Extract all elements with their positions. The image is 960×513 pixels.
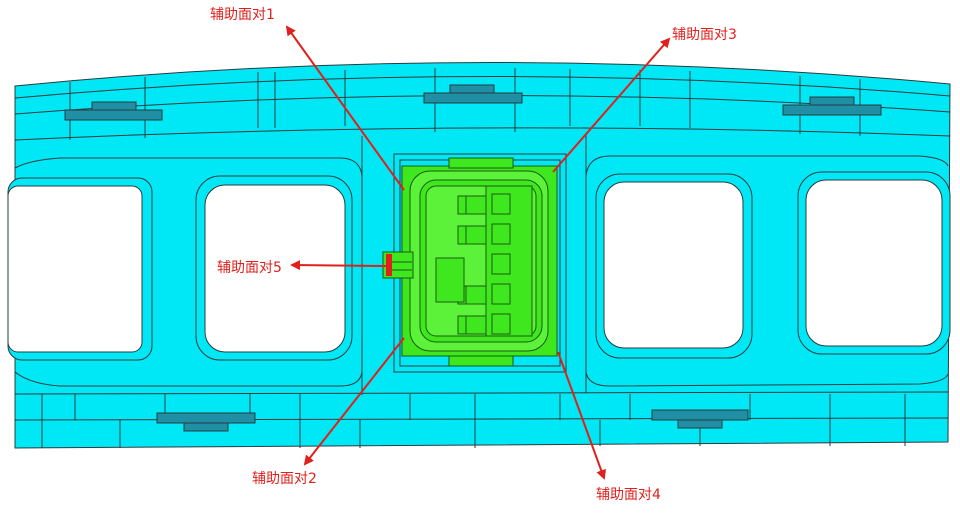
arrow-face3	[552, 37, 671, 173]
top-rail-line	[15, 76, 950, 98]
annotation-label-face3: 辅助面对3	[672, 27, 737, 43]
clip	[423, 92, 523, 104]
arrow-face5	[290, 260, 387, 271]
annotation-label-face4: 辅助面对4	[596, 487, 661, 503]
top-rail-line	[15, 128, 950, 140]
terminal-pins	[435, 185, 533, 337]
window-opening	[7, 185, 143, 353]
window-opening	[805, 179, 943, 347]
connector-top-tab	[448, 157, 514, 169]
clip	[156, 412, 256, 424]
clip	[64, 109, 163, 121]
clip	[183, 422, 229, 432]
window-opening	[204, 184, 346, 353]
annotation-arrows	[285, 25, 671, 480]
annotation-label-face5: 辅助面对5	[217, 260, 282, 276]
annotation-label-face1: 辅助面对1	[210, 7, 275, 23]
clip	[809, 96, 855, 106]
clip	[449, 84, 495, 94]
clip	[782, 104, 882, 116]
inner-frame-line	[586, 156, 948, 176]
clip	[91, 101, 137, 111]
window-opening	[603, 181, 744, 349]
arrow-face1	[285, 25, 405, 191]
inner-frame-line	[15, 158, 362, 176]
bottom-rail-line	[15, 392, 948, 394]
inner-frame-line	[15, 372, 362, 386]
arrow-face4	[557, 351, 606, 480]
inner-frame-line	[586, 372, 948, 386]
arrow-face2	[303, 337, 405, 466]
windows	[7, 171, 951, 361]
connector	[382, 157, 558, 367]
annotation-label-face2: 辅助面对2	[252, 471, 317, 487]
clip	[651, 409, 749, 421]
connector-latch-mark	[386, 254, 392, 276]
clips	[64, 84, 882, 432]
clip	[677, 419, 723, 429]
connector-bottom-tab	[448, 355, 514, 367]
